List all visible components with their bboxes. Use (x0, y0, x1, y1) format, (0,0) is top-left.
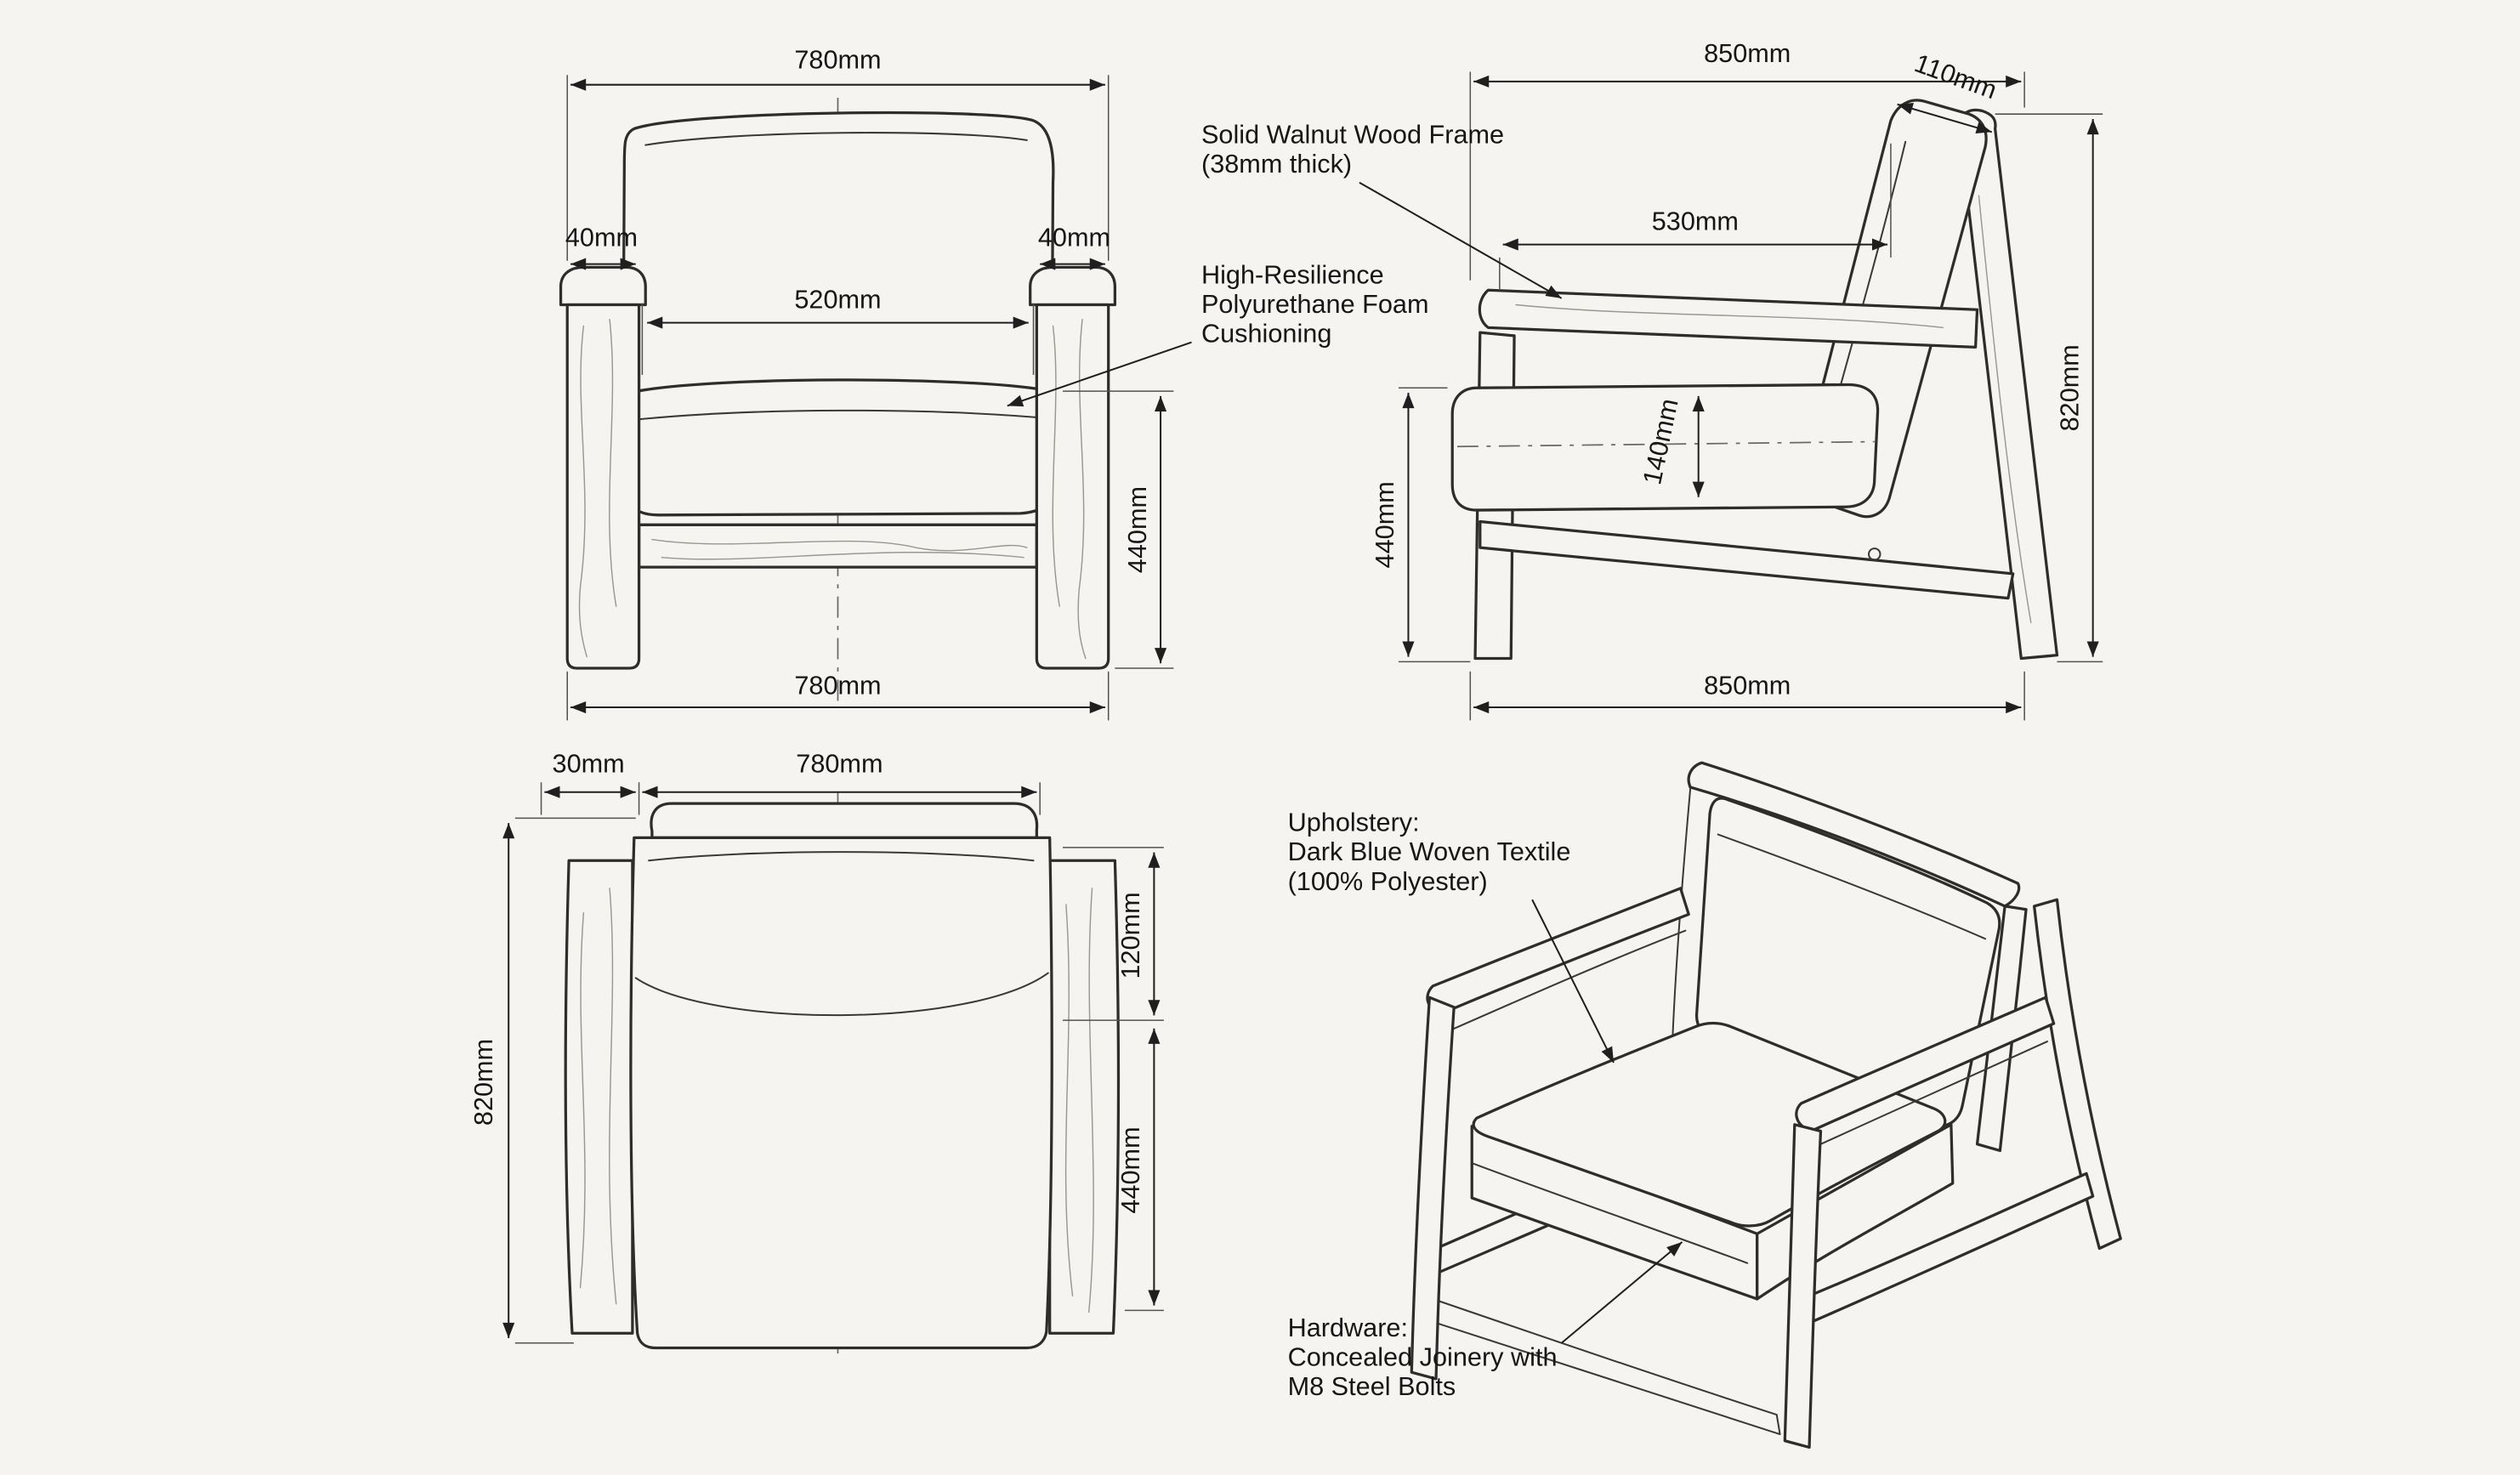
front-dim-width-bottom-label: 780mm (794, 672, 881, 701)
annotations: Solid Walnut Wood Frame (38mm thick) Hig… (1007, 121, 1683, 1401)
back-dim-lower-height-label: 440mm (1116, 1126, 1145, 1213)
front-dim-width-top-label: 780mm (794, 46, 881, 75)
persp-right-stretcher (1788, 1171, 2095, 1332)
back-dim-total-height-label: 820mm (469, 1039, 498, 1126)
note-hardware-line2: Concealed Joinery with (1288, 1343, 1558, 1372)
persp-seat-front-face (1470, 1125, 1759, 1301)
note-foam-line3: Cushioning (1201, 320, 1331, 349)
front-dim-inner-width-label: 520mm (794, 285, 881, 314)
side-dim-total-height-label: 820mm (2055, 344, 2084, 431)
persp-front-stretcher (1436, 1299, 1781, 1436)
back-armrest-left (564, 859, 634, 1335)
front-armrest-right-cap (1029, 265, 1117, 307)
front-backrest-seam-top (644, 132, 1028, 146)
side-rear-post-grain (1978, 195, 2032, 624)
note-hardware-leader (1561, 1241, 1683, 1344)
persp-seat-seam (1473, 1162, 1749, 1264)
front-seat-seam (627, 409, 1056, 422)
back-cushion-seam (634, 972, 1049, 1017)
note-upholstery-line2: Dark Blue Woven Textile (1288, 837, 1571, 866)
persp-front-right-leg (1783, 1123, 1823, 1449)
side-cushion-centerline (1456, 440, 1875, 448)
front-armrest-right-grain (1052, 319, 1087, 660)
front-dim-seat-height-label: 440mm (1123, 486, 1152, 573)
persp-backrest-seam (1717, 833, 1987, 940)
back-top-rail (650, 802, 1039, 840)
note-upholstery-line3: (100% Polyester) (1288, 867, 1488, 896)
note-frame-leader (1359, 181, 1563, 299)
side-dim-seat-height-label: 440mm (1371, 481, 1399, 568)
side-dim-depth-top-label: 850mm (1704, 39, 1791, 68)
back-panel (629, 836, 1053, 1350)
back-dim-side-offset-label: 30mm (553, 750, 625, 779)
side-dim-depth-bottom-label: 850mm (1704, 672, 1791, 701)
back-panel-seam-top (648, 851, 1035, 862)
side-arm-rail-grain (1515, 304, 1944, 329)
back-armrest-grain (579, 888, 1094, 1313)
perspective-view (1410, 761, 2122, 1449)
back-dim-width-label: 780mm (796, 750, 883, 779)
persp-back-left-post (1671, 787, 1692, 1044)
persp-right-arm-inner (1819, 1041, 2048, 1145)
note-frame-line1: Solid Walnut Wood Frame (1201, 121, 1504, 150)
side-dim-seat-depth-label: 530mm (1652, 207, 1739, 235)
back-dim-headrest-height-label: 120mm (1116, 892, 1145, 979)
note-foam-leader (1007, 341, 1192, 407)
front-armrest-right (1035, 303, 1110, 670)
front-view: 780mm 40mm 40mm 520mm 440mm 780mm (559, 46, 1174, 721)
note-hardware-line3: M8 Steel Bolts (1288, 1372, 1456, 1401)
front-armrest-left (565, 303, 641, 670)
front-rail (637, 523, 1038, 569)
side-dim-backrest-thickness (1897, 103, 1993, 133)
side-view: 850mm 110mm 530mm 820mm 440mm 140mm 850m… (1371, 39, 2103, 721)
note-foam-line1: High-Resilience (1201, 261, 1384, 290)
side-bolt-detail (1868, 547, 1881, 561)
side-seat-cushion (1450, 383, 1880, 512)
note-frame-line2: (38mm thick) (1201, 150, 1352, 179)
persp-seat-top (1472, 1021, 1947, 1228)
note-foam-line2: Polyurethane Foam (1201, 290, 1429, 319)
back-armrest-right (1048, 859, 1121, 1335)
side-arm-rail (1478, 288, 1979, 349)
front-dim-arm-right-label: 40mm (1038, 223, 1110, 252)
front-armrest-left-cap (559, 265, 647, 307)
front-dim-arm-left-label: 40mm (565, 223, 638, 252)
front-armrest-left-grain (578, 319, 617, 658)
back-view: 30mm 780mm 820mm 120mm 440mm (469, 750, 1164, 1359)
persp-front-left-leg (1410, 996, 1456, 1381)
side-seat-rail (1479, 519, 2015, 600)
note-upholstery-line1: Upholstery: (1288, 808, 1420, 837)
note-upholstery-leader (1531, 899, 1615, 1064)
front-seat-cushion (621, 378, 1060, 517)
note-hardware-line1: Hardware: (1288, 1313, 1408, 1342)
front-rail-grain (651, 538, 1028, 560)
